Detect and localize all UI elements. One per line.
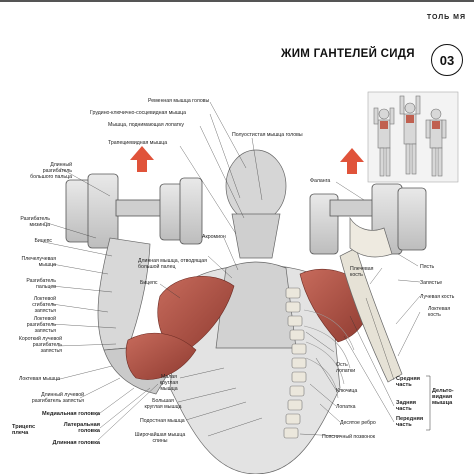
label-os-lopatki: Ость лопатки	[336, 362, 356, 374]
label-loktevoy-sgibatel: Локтевой сгибатель запястья	[32, 296, 56, 314]
label-loktevoy-razgibatel: Локтевой разгибатель запястья	[26, 316, 56, 334]
label-malaya-kruglaya: Малая круглая мышца	[159, 374, 179, 392]
label-pyast: Пясть	[420, 264, 435, 270]
label-dlinny-razgibatel: Длинный разгибатель большого пальца	[30, 162, 72, 180]
label-shirochayshaya: Широчайшая мышца спины	[134, 432, 186, 444]
spine	[283, 287, 307, 439]
label-klyuchitsa: Ключица	[336, 388, 358, 394]
ribs	[303, 309, 355, 399]
label-luchevaya-kost: Лучевая кость	[420, 294, 455, 300]
label-otvodyashaya: Длинная мышца, отводящая большой палец	[138, 258, 207, 270]
label-loktevaya-kost: Локтевая кость	[428, 306, 451, 318]
exercise-number-badge: 03	[431, 44, 463, 76]
label-razgibatel-paltsev: Разгибатель пальцев	[26, 278, 56, 290]
right-dumbbell	[309, 183, 427, 255]
left-dumbbell	[65, 173, 203, 249]
page-title: ЖИМ ГАНТЕЛЕЙ СИДЯ	[281, 48, 415, 60]
label-perednyaya-chast: Передняя часть	[396, 416, 424, 428]
label-loktevaya-myshtsa: Локтевая мышца	[19, 376, 60, 382]
label-medialnaya-golovka: Медиальная головка	[42, 411, 100, 417]
top-rule	[0, 0, 474, 2]
label-polustistaya: Полуостистая мышца головы	[232, 132, 303, 138]
label-podostnaya: Подостная мышца	[140, 418, 185, 424]
anatomy-figure: Длинный разгибатель большого пальца Разг…	[0, 88, 474, 474]
label-lateralnaya-golovka: Латеральная головка	[63, 422, 100, 434]
label-poyasnichny: Поясничный позвонок	[322, 434, 376, 440]
label-grudino: Грудино-ключично-сосцевидная мышца	[90, 110, 187, 116]
label-srednyaya-chast: Средняя часть	[396, 376, 421, 388]
label-triceps: Трицепс плеча	[12, 424, 36, 436]
label-razgibatel-mizintsa: Разгибатель мизинца	[20, 216, 50, 228]
label-plecheluchevaya: Плечелучевая мышца	[21, 256, 56, 268]
label-desyatoe-rebro: Десятое ребро	[340, 420, 376, 426]
label-zapyastie: Запястье	[420, 280, 443, 286]
label-plechevaya-kost: Плечевая кость	[350, 266, 374, 278]
label-biceps-mid: Бицепс	[140, 280, 158, 286]
label-deltovidnaya: Дельто- видная мышца	[432, 388, 454, 406]
label-biceps-left: Бицепс	[34, 238, 52, 244]
label-falanga: Фаланга	[310, 178, 331, 184]
label-akromion: Акромион	[202, 234, 226, 240]
label-dlinnaya-golovka: Длинная головка	[52, 440, 100, 446]
leader-lines	[43, 101, 421, 441]
label-podnimayushaya: Мышца, поднимающая лопатку	[108, 122, 184, 128]
section-header: ТОЛЬ МЯ	[426, 14, 466, 21]
label-korotky-luchevoy: Короткий лучевой разгибатель запястья	[18, 336, 62, 354]
label-lopatka: Лопатка	[336, 404, 356, 410]
right-arm	[339, 216, 403, 383]
inset-figure	[367, 91, 459, 183]
anatomy-illustration	[43, 91, 459, 474]
head	[225, 149, 287, 259]
label-trapetsievidnaya: Трапециевидная мышца	[108, 140, 168, 146]
left-deltoid	[125, 275, 235, 380]
label-dlinny-luchevoy: Длинный лучевой разгибатель запястья	[31, 392, 84, 404]
up-arrows	[130, 146, 364, 174]
label-remennaya: Ременная мышца головы	[148, 98, 210, 104]
label-zadnyaya-chast: Задняя часть	[396, 400, 417, 412]
label-bolshaya-kruglaya: Большая круглая мышца	[144, 398, 182, 410]
